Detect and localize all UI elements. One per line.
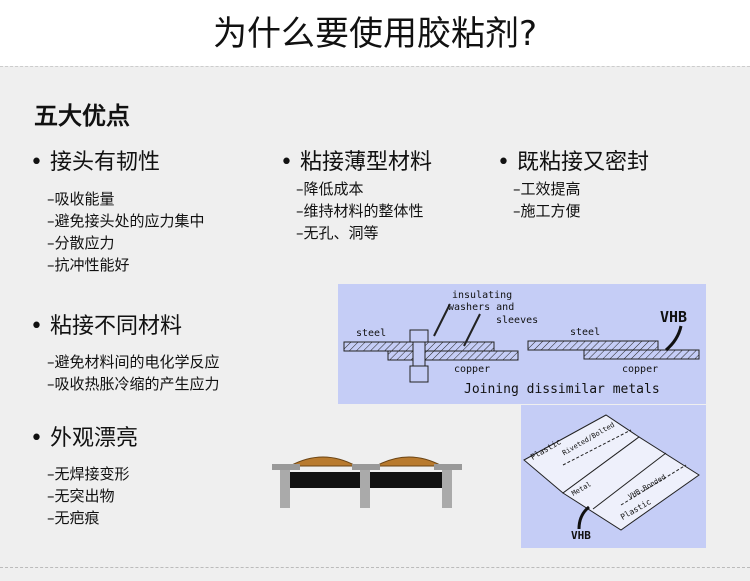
divider: [0, 567, 750, 568]
fastener-illustration: [272, 456, 462, 508]
list-item: –无疤痕: [47, 509, 100, 527]
dissimilar-metals-diagram: insulating washers and sleeves steel cop…: [338, 284, 706, 404]
list-item: –分散应力: [47, 234, 115, 252]
bullet-icon: •: [497, 150, 510, 175]
point-label: 接头有韧性: [49, 150, 160, 175]
joint-illustration: [343, 303, 700, 383]
label-vhb: VHB: [660, 308, 688, 326]
bullet-icon: •: [30, 314, 43, 339]
panel-illustration: [523, 414, 700, 531]
point-label: 外观漂亮: [49, 426, 138, 451]
label-copper: copper: [622, 364, 659, 375]
list-item: –工效提高: [513, 180, 581, 198]
bullet-icon: •: [30, 426, 43, 451]
point-label: 粘接薄型材料: [299, 150, 432, 175]
point-appearance: • 外观漂亮: [30, 420, 138, 452]
label-steel: steel: [356, 328, 387, 339]
plastic-metal-diagram: Plastic Riveted/Bolted Metal VHB-Bonded …: [521, 405, 706, 548]
point-label: 既粘接又密封: [516, 150, 649, 175]
bullet-icon: •: [30, 150, 43, 175]
point-items: –避免材料间的电化学反应 –吸收热胀冷缩的产生应力: [47, 351, 220, 395]
list-item: –降低成本: [296, 180, 364, 198]
list-item: –抗冲性能好: [47, 256, 130, 274]
label-insulating: insulating: [452, 290, 513, 301]
bullet-icon: •: [280, 150, 293, 175]
point-items: –吸收能量 –避免接头处的应力集中 –分散应力 –抗冲性能好: [47, 188, 205, 276]
page-title: 为什么要使用胶粘剂?: [212, 14, 538, 54]
point-label: 粘接不同材料: [49, 314, 182, 339]
label-steel: steel: [570, 327, 601, 338]
label-washers: washers and: [448, 302, 515, 313]
list-item: –吸收热胀冷缩的产生应力: [47, 375, 220, 393]
list-item: –避免接头处的应力集中: [47, 212, 205, 230]
point-items: –工效提高 –施工方便: [513, 178, 581, 222]
list-item: –避免材料间的电化学反应: [47, 353, 220, 371]
list-item: –无孔、洞等: [296, 224, 379, 242]
point-dissimilar: • 粘接不同材料: [30, 308, 182, 340]
label-vhb: VHB: [571, 529, 591, 542]
point-items: –降低成本 –维持材料的整体性 –无孔、洞等: [296, 178, 424, 244]
point-thin-materials: • 粘接薄型材料: [280, 144, 432, 176]
diagram-caption: Joining dissimilar metals: [464, 382, 660, 397]
point-items: –无焊接变形 –无突出物 –无疤痕: [47, 463, 130, 529]
section-heading: 五大优点: [34, 102, 130, 130]
point-bond-seal: • 既粘接又密封: [497, 144, 649, 176]
list-item: –无焊接变形: [47, 465, 130, 483]
list-item: –施工方便: [513, 202, 581, 220]
list-item: –维持材料的整体性: [296, 202, 424, 220]
label-copper: copper: [454, 364, 491, 375]
label-sleeves: sleeves: [496, 315, 539, 326]
list-item: –吸收能量: [47, 190, 115, 208]
point-toughness: • 接头有韧性: [30, 144, 160, 176]
list-item: –无突出物: [47, 487, 115, 505]
